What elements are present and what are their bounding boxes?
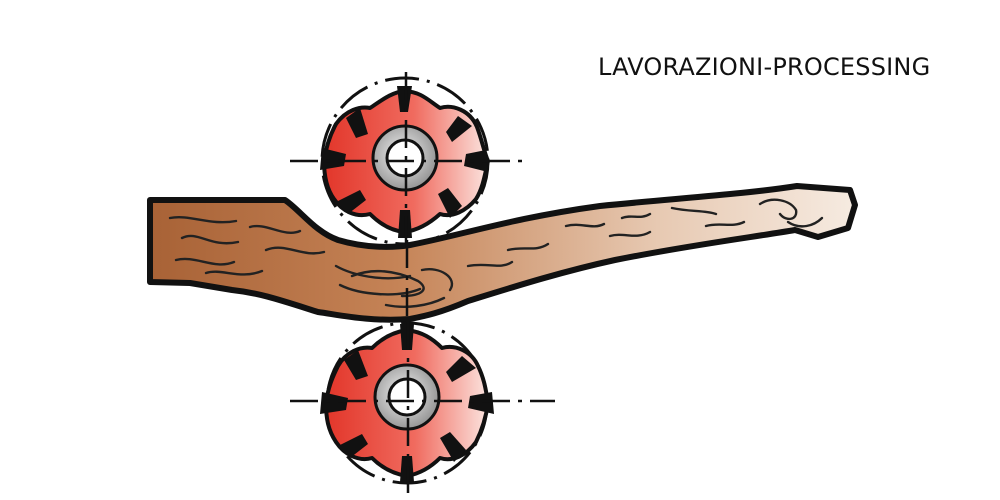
- milling-cutter-icon: [290, 321, 555, 493]
- workpiece-body: [147, 183, 858, 323]
- page-title: LAVORAZIONI-PROCESSING: [598, 53, 931, 81]
- milling-cutter-icon: [290, 72, 527, 250]
- wood-piece-icon: [147, 183, 858, 323]
- wood-grain: [168, 198, 824, 308]
